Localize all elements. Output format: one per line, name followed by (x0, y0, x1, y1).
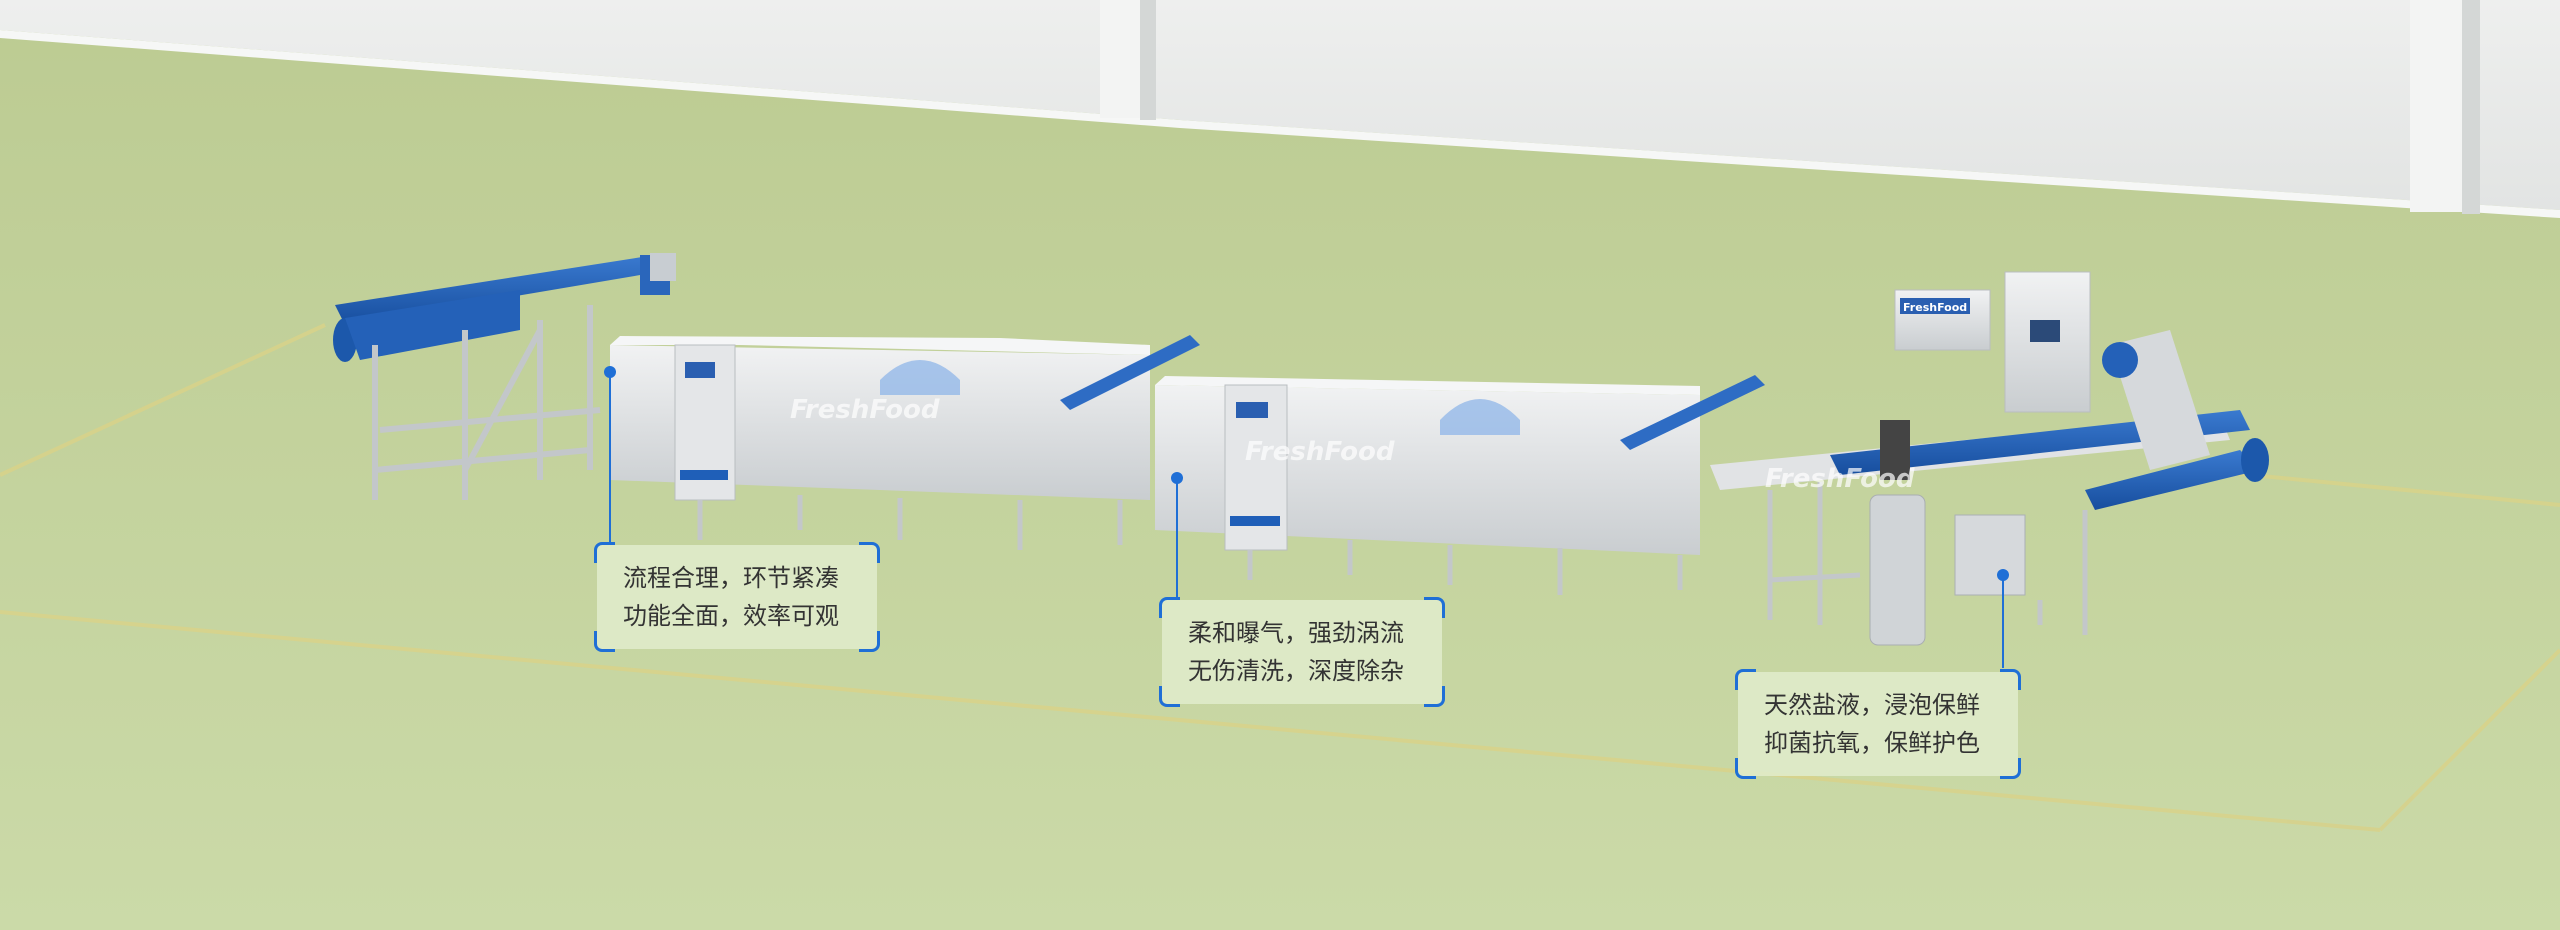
svg-text:FreshFood: FreshFood (1765, 464, 1915, 494)
callout-leaders (609, 372, 2004, 668)
callout-line: 抑菌抗氧，保鲜护色 (1764, 729, 1980, 757)
callout-line: 天然盐液，浸泡保鲜 (1764, 691, 1980, 719)
svg-text:FreshFood: FreshFood (790, 395, 940, 425)
infeed-conveyor (333, 253, 676, 500)
callout-dots (604, 366, 2009, 581)
callout-line: 无伤清洗，深度除杂 (1188, 657, 1404, 685)
floor-markings (0, 323, 2560, 832)
callout-line: 流程合理，环节紧凑 (623, 564, 839, 592)
bubble-washer-1: FreshFood (610, 335, 1200, 550)
soaking-station: FreshFood FreshFood (1710, 271, 2269, 646)
svg-text:FreshFood: FreshFood (1245, 437, 1395, 467)
back-wall (0, 0, 2560, 218)
svg-text:FreshFood: FreshFood (1903, 301, 1967, 314)
bubble-washer-2: FreshFood (1155, 375, 1765, 595)
callout-soaking: 天然盐液，浸泡保鲜 抑菌抗氧，保鲜护色 (1735, 669, 2021, 779)
callout-line: 柔和曝气，强劲涡流 (1188, 619, 1404, 647)
callout-washing: 柔和曝气，强劲涡流 无伤清洗，深度除杂 (1159, 597, 1445, 707)
callout-line: 功能全面，效率可观 (623, 602, 839, 630)
callout-process-line: 流程合理，环节紧凑 功能全面，效率可观 (594, 542, 880, 652)
